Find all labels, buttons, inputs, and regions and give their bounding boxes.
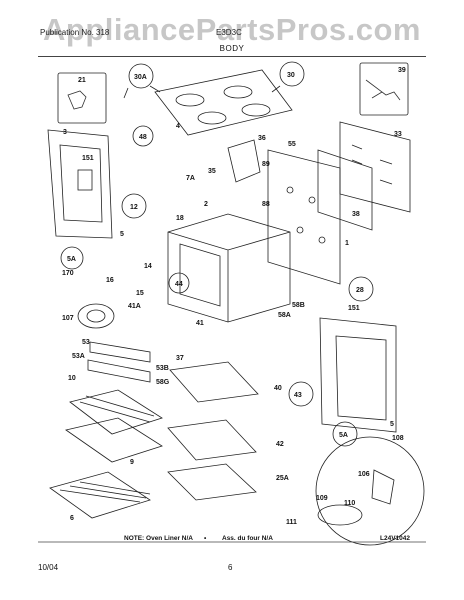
part-label: 18 [176,215,184,222]
part-label: 35 [208,168,216,175]
broiler-pan [65,417,163,463]
door-panel [47,129,113,239]
part-label: 21 [78,77,86,84]
callout-circle-12 [121,193,147,219]
part-label: 16 [106,277,114,284]
page-title: BODY [219,44,245,53]
diagram-code: L24V1042 [380,535,410,542]
callout-circle-48 [132,125,154,147]
fan-107 [77,303,115,329]
part-label: 106 [358,471,370,478]
note-bullet: • [204,535,207,542]
vent-36 [227,139,261,183]
callout-circle-28 [348,276,374,302]
part-label: 53A [72,353,85,360]
part-label: 151 [348,305,360,312]
watermark: AppliancePartsPros.com [43,12,421,47]
callout-box-39 [359,62,409,116]
part-label: 6 [70,515,74,522]
part-label: 5 [120,231,124,238]
part-label: 9 [130,459,134,466]
part-label: 5 [390,421,394,428]
part-label: 109 [316,495,328,502]
callout-circle-44 [168,272,190,294]
broil-pan-insert [69,389,163,435]
part-label: 58B [292,302,305,309]
part-label: 58G [156,379,170,386]
note-french: Ass. du four N/A [222,535,273,542]
cooktop-panel [154,69,293,136]
part-label: 108 [392,435,404,442]
back-panel [267,149,341,285]
part-label: 4 [176,123,180,130]
part-label: 1 [345,240,349,247]
part-label: 110 [344,500,355,507]
part-label: 14 [144,263,152,270]
part-label: 10 [68,375,76,382]
trim-53A [87,359,151,383]
part-label: 28 [356,287,364,294]
part-label: 107 [62,315,74,322]
part-label: 89 [262,161,270,168]
callout-circle-108 [315,436,425,546]
part-label: 37 [176,355,184,362]
top-rule [38,56,426,57]
callout-circle-30 [279,61,305,87]
note-oven-liner: NOTE: Oven Liner N/A [124,535,193,542]
callout-circle-5A-left [60,246,84,270]
part-label: 5A [339,432,348,439]
convection-blade [317,504,363,526]
drawer-40 [169,361,259,403]
callout-circle-5A-right [332,421,358,447]
part-label: 33 [394,131,402,138]
part-label: 36 [258,135,266,142]
part-label: 58A [278,312,291,319]
part-label: 53 [82,339,90,346]
door-151-right [319,317,397,433]
part-label: 111 [286,519,297,526]
part-label: 25A [276,475,289,482]
part-label: 42 [276,441,284,448]
part-label: 39 [398,67,406,74]
callout-circle-43 [288,381,314,407]
callout-circle-30A [128,63,154,89]
part-label: 44 [175,281,183,288]
part-label: 40 [274,385,282,392]
part-label: 38 [352,211,360,218]
callout-box-21 [57,72,107,124]
part-label: 15 [136,290,144,297]
part-label: 151 [82,155,94,162]
part-label: 41 [196,320,204,327]
part-label: 3 [63,129,67,136]
part-label: 5A [67,256,76,263]
part-label: 43 [294,392,302,399]
footer-page-number: 6 [228,563,233,572]
oven-rack [49,471,151,519]
rear-panel-38 [317,149,373,231]
part-label: 53B [156,365,169,372]
part-label: 2 [204,201,208,208]
oven-body [167,213,291,323]
part-label: 30 [287,72,295,79]
footer-date: 10/04 [38,563,59,572]
header-model-mid: E3D3C [216,28,242,37]
trim-53 [89,341,151,363]
header-model-left: Publication No. 318 [40,28,110,37]
drawer-25A [167,463,257,501]
drawer-42 [167,419,257,461]
part-label: 30A [134,74,147,81]
part-label: 88 [262,201,270,208]
part-label: 7A [186,175,195,182]
part-label: 55 [288,141,296,148]
part-label: 12 [130,204,138,211]
part-label: 48 [139,134,147,141]
part-label: 41A [128,303,141,310]
part-label: 170 [62,270,74,277]
